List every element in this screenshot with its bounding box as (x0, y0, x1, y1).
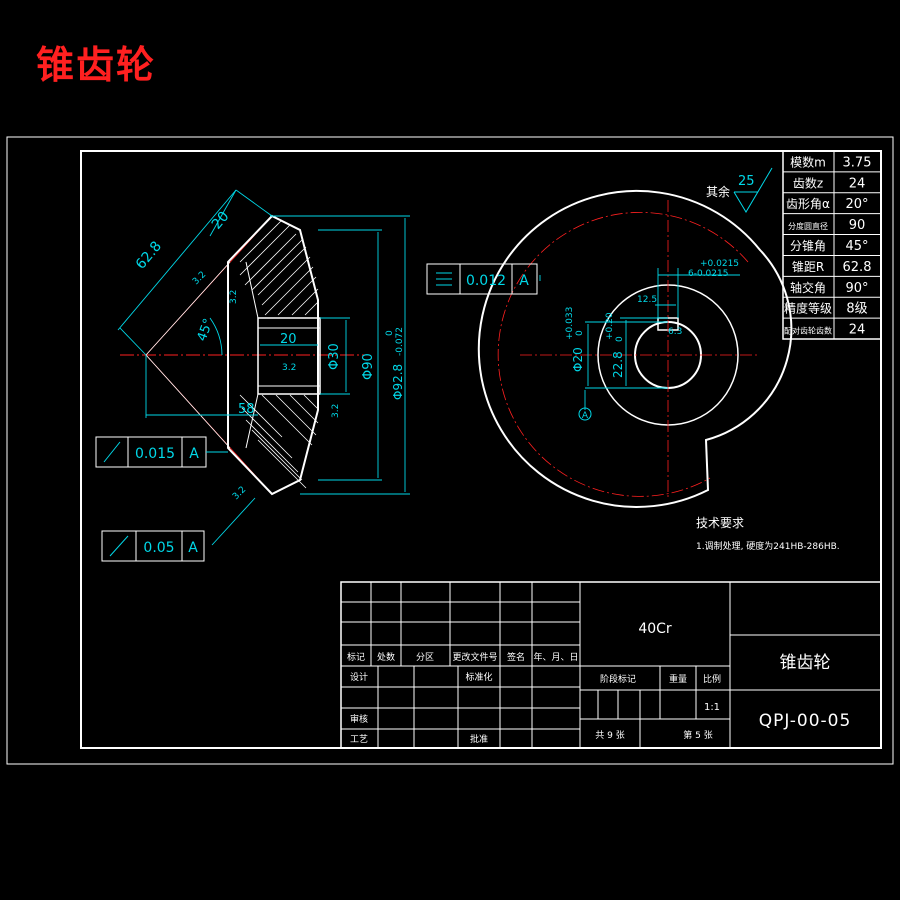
param-value: 24 (849, 323, 866, 338)
rough-3-2-e: 3.2 (231, 485, 248, 502)
dim-phi20-tol-upper: +0.033 (565, 307, 575, 340)
param-value: 90° (845, 281, 868, 296)
dim-phi90: Φ90 (361, 353, 376, 380)
dim-20-top: 20 (209, 209, 233, 233)
tech-req-line-1: 1.调制处理, 硬度为241HB-286HB. (696, 540, 840, 552)
surface-rest-label: 其余 (706, 184, 730, 199)
tb-approve: 批准 (470, 733, 488, 745)
hatch-bottom (239, 394, 319, 489)
param-value: 20° (845, 197, 868, 212)
tb-count: 处数 (377, 651, 395, 663)
dim-phi20-tol-lower: 0 (575, 330, 585, 336)
tb-sign: 签名 (507, 651, 525, 663)
rough-3-2-a: 3.2 (191, 270, 208, 287)
tb-std: 标准化 (465, 671, 492, 683)
dim-22-8: 22.8 (611, 351, 625, 378)
dim-phi92-8: Φ92.8 (391, 364, 405, 400)
tech-req-heading: 技术要求 (696, 516, 744, 530)
dim-45-deg: 45° (195, 317, 217, 344)
param-name: 齿形角α (786, 197, 830, 211)
tb-design: 设计 (350, 671, 368, 683)
param-value: 90 (849, 218, 866, 233)
tol-frame-runout-1: 0.015 A (95, 436, 228, 468)
dim-phi30: Φ30 (327, 343, 342, 370)
param-name: 模数m (790, 154, 826, 169)
bore (257, 317, 321, 395)
tb-mark: 标记 (347, 651, 365, 663)
tb-total: 共 9 张 (595, 730, 624, 741)
tol-flatness-datum: A (519, 273, 529, 289)
tol-frame-flatness: 0.012 A (426, 263, 538, 295)
left-dimensions (117, 189, 410, 546)
tb-zone: 分区 (416, 652, 434, 663)
gear-face-outline (477, 190, 793, 508)
pitch-circle (497, 212, 749, 497)
param-name: 精度等级 (784, 301, 832, 316)
tol-runout-1-datum: A (189, 446, 199, 462)
dim-phi20: Φ20 (571, 347, 585, 372)
roughness-symbol (733, 167, 773, 213)
surface-rest-value: 25 (738, 174, 755, 189)
gear-section-view (120, 214, 365, 496)
param-table: 模数m 3.75 齿数z 24 齿形角α 20° 分度圆直径 90 分锥角 45° 锥距R 62.8 轴… (782, 150, 882, 340)
param-name: 配对齿轮齿数 (784, 326, 832, 336)
drawing-number: QPJ-00-05 (759, 711, 852, 731)
param-name: 轴交角 (790, 280, 826, 295)
part-name: 锥齿轮 (780, 653, 831, 673)
cone-line-top (145, 261, 231, 356)
param-value: 3.75 (843, 155, 872, 170)
dim-12-5: 12.5 (637, 295, 657, 305)
rough-3-2-c: 3.2 (282, 363, 296, 373)
param-name: 分度圆直径 (788, 221, 828, 231)
tol-frame-runout-2: 0.05 A (101, 530, 205, 562)
datum-a-label: A (582, 411, 589, 421)
tol-runout-2-datum: A (188, 540, 198, 556)
dim-phi92-8-tol-upper: 0 (385, 330, 395, 336)
dim-20-bore: 20 (280, 332, 297, 347)
tol-runout-2-value: 0.05 (143, 540, 174, 556)
tb-process: 工艺 (350, 734, 368, 745)
rough-3-2-b: 3.2 (229, 290, 239, 304)
gear-outline (227, 214, 319, 496)
hatch-top (239, 219, 319, 316)
param-value: 45° (845, 239, 868, 254)
param-name: 锥距R (792, 260, 824, 274)
outer-frame (6, 136, 894, 765)
cone-line-bottom (145, 354, 231, 449)
scale-value: 1:1 (704, 702, 720, 713)
material-label: 40Cr (638, 621, 672, 637)
keyway-tol-lower: 6-0.0215 (688, 269, 728, 279)
gear-face-view (477, 190, 793, 508)
tb-scale: 比例 (703, 673, 721, 685)
dim-58: 58 (238, 402, 255, 417)
dim-22-8-tol-lower: 0 (615, 336, 625, 342)
tol-flatness-value: 0.012 (466, 273, 506, 289)
tb-sheet: 第 5 张 (683, 729, 712, 741)
rough-3-2-d: 3.2 (331, 404, 341, 418)
tb-docno: 更改文件号 (452, 651, 497, 663)
dim-6-3: 6.3 (668, 327, 682, 337)
title-block (340, 581, 882, 749)
dim-phi92-8-tol-lower: -0.072 (395, 327, 405, 356)
param-name: 分锥角 (790, 239, 826, 253)
tb-date: 年、月、日 (533, 651, 578, 663)
drawing-title: 锥齿轮 (36, 43, 157, 87)
datum-a-marker (578, 407, 592, 421)
tb-check: 审核 (350, 713, 368, 725)
param-value: 24 (849, 176, 866, 191)
right-dimensions (539, 268, 740, 410)
dim-22-8-tol-upper: +0.20 (605, 312, 615, 340)
param-value: 8级 (846, 302, 867, 317)
keyway-tol-upper: +0.0215 (700, 259, 739, 269)
param-name: 齿数z (793, 175, 823, 190)
tb-weight: 重量 (669, 673, 687, 685)
dim-62-8: 62.8 (133, 238, 165, 272)
tol-runout-1-value: 0.015 (135, 446, 175, 462)
tb-stage: 阶段标记 (600, 673, 636, 685)
param-value: 62.8 (843, 260, 872, 275)
